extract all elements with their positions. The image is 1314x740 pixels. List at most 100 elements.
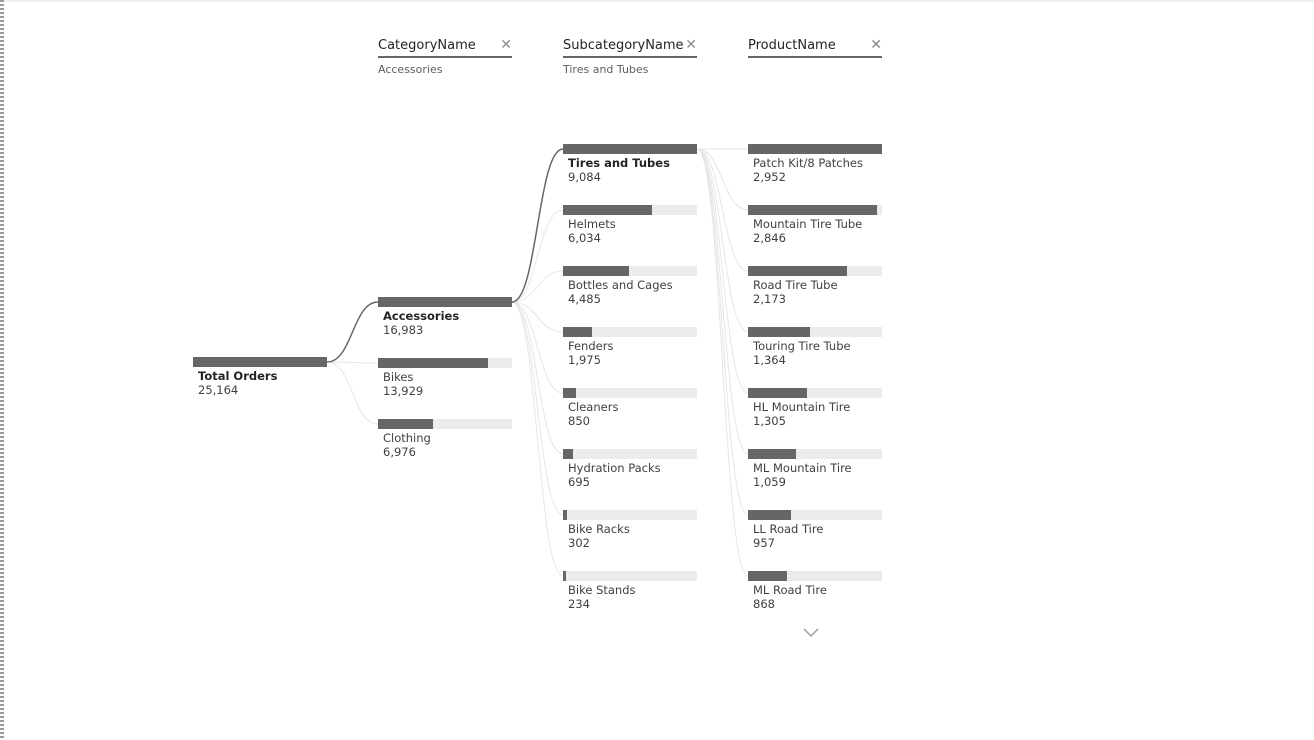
node-label: Mountain Tire Tube — [753, 217, 863, 231]
link — [511, 270, 564, 303]
node-value: 957 — [753, 536, 775, 550]
node-label: Patch Kit/8 Patches — [753, 156, 863, 170]
link — [326, 361, 379, 364]
header-subcategoryname[interactable]: SubcategoryName✕ — [563, 37, 697, 58]
close-icon[interactable]: ✕ — [870, 37, 882, 53]
bar-fill — [748, 144, 882, 154]
node-value: 16,983 — [383, 323, 424, 337]
close-icon[interactable]: ✕ — [500, 37, 512, 53]
node-value: 2,173 — [753, 292, 786, 306]
bar-track — [378, 358, 512, 368]
active-link — [326, 301, 379, 363]
node-value: 2,952 — [753, 170, 786, 184]
node-label: HL Mountain Tire — [753, 400, 851, 414]
node-value: 25,164 — [198, 383, 239, 397]
header-productname[interactable]: ProductName✕ — [748, 37, 882, 58]
node-label: Touring Tire Tube — [753, 339, 851, 353]
bar-track — [563, 327, 697, 337]
bar-track — [563, 388, 697, 398]
bar-fill — [748, 449, 796, 459]
node-label: Bike Stands — [568, 583, 636, 597]
bar-fill — [563, 144, 697, 154]
node-value: 234 — [568, 597, 590, 611]
bar-track — [748, 510, 882, 520]
node-value: 13,929 — [383, 384, 424, 398]
link — [511, 301, 564, 455]
bar-track — [748, 266, 882, 276]
active-link — [511, 148, 564, 303]
bar-track — [563, 144, 697, 154]
link — [511, 301, 564, 394]
link — [511, 209, 564, 303]
bar-track — [563, 510, 697, 520]
bar-track — [748, 571, 882, 581]
node-value: 4,485 — [568, 292, 601, 306]
node-value: 6,976 — [383, 445, 416, 459]
bar-fill — [378, 297, 512, 307]
node-value: 1,975 — [568, 353, 601, 367]
node-label: Road Tire Tube — [753, 278, 838, 292]
bar-track — [748, 388, 882, 398]
node-value: 2,846 — [753, 231, 786, 245]
node-label: ML Mountain Tire — [753, 461, 852, 475]
bar-track — [563, 449, 697, 459]
node-value: 695 — [568, 475, 590, 489]
header-categoryname[interactable]: CategoryName✕ — [378, 37, 512, 58]
node-label: Hydration Packs — [568, 461, 661, 475]
header-selection: Tires and Tubes — [563, 63, 649, 76]
bar-fill — [563, 449, 573, 459]
bar-fill — [378, 419, 433, 429]
bar-fill — [748, 327, 810, 337]
node-label: Clothing — [383, 431, 431, 445]
header-selection: Accessories — [378, 63, 443, 76]
node-value: 9,084 — [568, 170, 601, 184]
top-divider — [4, 0, 1314, 3]
link — [696, 148, 749, 516]
bar-fill — [748, 205, 877, 215]
bar-fill — [748, 571, 787, 581]
bar-track — [193, 357, 327, 367]
bar-fill — [563, 571, 566, 581]
link — [696, 148, 749, 211]
link — [696, 148, 749, 333]
bar-track — [563, 571, 697, 581]
bar-track — [748, 205, 882, 215]
bar-track — [378, 297, 512, 307]
node-label: Bikes — [383, 370, 414, 384]
bar-fill — [563, 510, 567, 520]
chevron-down-icon[interactable] — [803, 626, 819, 638]
page-border — [0, 0, 4, 740]
close-icon[interactable]: ✕ — [685, 37, 697, 53]
bar-track — [748, 449, 882, 459]
bar-fill — [563, 327, 592, 337]
node-label: ML Road Tire — [753, 583, 827, 597]
bar-fill — [563, 388, 576, 398]
node-label: LL Road Tire — [753, 522, 824, 536]
link — [511, 301, 564, 577]
bar-track — [378, 419, 512, 429]
node-label: Accessories — [383, 309, 460, 323]
bar-fill — [748, 266, 847, 276]
bar-fill — [748, 388, 807, 398]
